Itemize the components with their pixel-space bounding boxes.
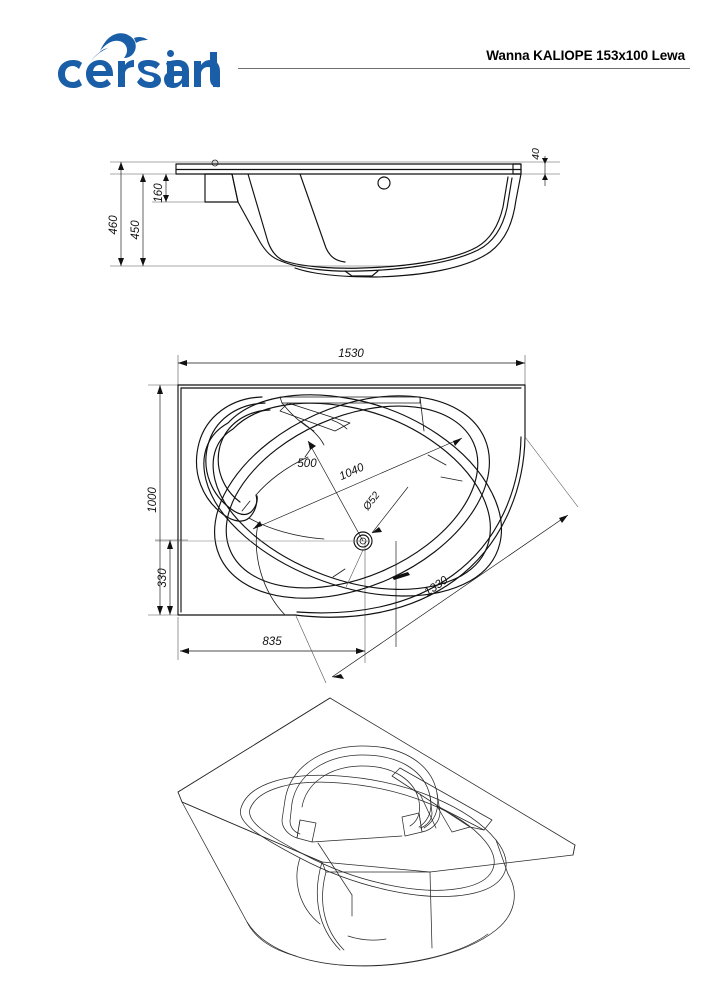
dimension-160-label: 160 bbox=[153, 183, 165, 203]
dimension-40 bbox=[542, 156, 548, 186]
plan-extension-lines bbox=[148, 355, 526, 663]
overflow-hole-icon bbox=[377, 176, 391, 190]
cersanit-logo bbox=[38, 28, 228, 100]
bathtub-inner-rim bbox=[203, 394, 502, 597]
bathtub-iso-flange bbox=[177, 697, 576, 873]
armrest-detail bbox=[279, 396, 421, 446]
dimension-835 bbox=[180, 648, 365, 654]
dimension-1040-label: 1040 bbox=[338, 461, 367, 483]
dimension-1330-label: 1330 bbox=[422, 574, 450, 599]
overflow-slot-icon bbox=[392, 572, 410, 580]
armrest-iso bbox=[391, 767, 493, 833]
dimension-1040 bbox=[252, 437, 463, 530]
dimension-460-label: 460 bbox=[108, 215, 120, 235]
headrest-ring bbox=[195, 396, 271, 522]
dimension-1000-label: 1000 bbox=[147, 487, 159, 513]
sheet-header: Wanna KALIOPE 153x100 Lewa bbox=[0, 0, 706, 115]
dimension-diameter-52 bbox=[345, 486, 409, 647]
headrest-iso bbox=[281, 745, 441, 843]
bathtub-bowl-ellipse bbox=[213, 395, 491, 599]
bathtub-side-profile bbox=[175, 163, 522, 278]
dimension-330-label: 330 bbox=[157, 568, 169, 588]
dimension-1530-label: 1530 bbox=[338, 348, 364, 360]
title-divider-rule bbox=[238, 68, 690, 69]
bathtub-iso-bowl-rim bbox=[239, 774, 507, 897]
bathtub-iso-shell bbox=[181, 801, 515, 967]
dimension-460 bbox=[118, 162, 124, 266]
side-elevation-view: 460 450 160 40 bbox=[0, 130, 706, 300]
cersanit-wordmark bbox=[58, 50, 220, 88]
dolphin-icon bbox=[91, 33, 148, 61]
dimension-500 bbox=[307, 440, 364, 542]
dimension-40-label: 40 bbox=[530, 148, 542, 160]
dimension-diameter-52-label: Ø52 bbox=[360, 490, 382, 514]
top-plan-view: 1530 1000 330 835 bbox=[0, 325, 706, 685]
page-title: Wanna KALIOPE 153x100 Lewa bbox=[486, 48, 685, 63]
dimension-450-label: 450 bbox=[130, 220, 142, 240]
dimension-1000 bbox=[157, 385, 163, 615]
dimension-1330 bbox=[295, 436, 579, 684]
isometric-view bbox=[0, 680, 706, 980]
rim-marker-icon bbox=[211, 159, 219, 167]
dimension-1530 bbox=[178, 360, 525, 366]
bowl-contour-lines bbox=[241, 396, 463, 616]
dimension-160 bbox=[163, 174, 169, 202]
dimension-450 bbox=[140, 174, 146, 266]
bathtub-plan-outline bbox=[177, 384, 526, 618]
dimension-835-label: 835 bbox=[262, 636, 282, 648]
dimension-500-label: 500 bbox=[297, 458, 317, 470]
bathtub-iso-inner-lines bbox=[296, 842, 387, 941]
dimension-330 bbox=[167, 540, 173, 615]
